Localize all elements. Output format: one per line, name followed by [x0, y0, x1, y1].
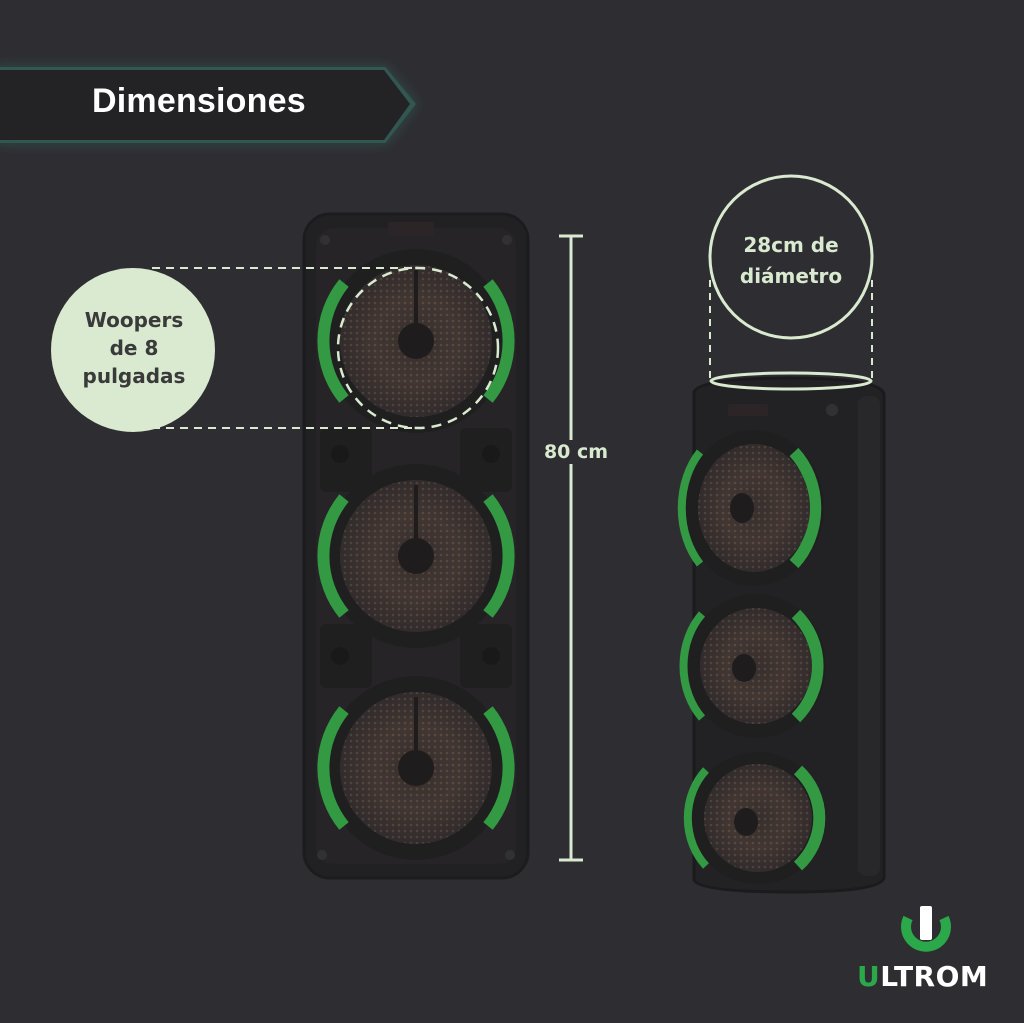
- angled-woofer-bottom: [683, 752, 826, 884]
- brand-rest: LTROM: [880, 960, 989, 993]
- diameter-callout-line-2: diámetro: [739, 264, 843, 288]
- speaker-front-image: [302, 212, 530, 880]
- woofer-middle: [317, 464, 515, 648]
- angled-woofer-middle: [679, 594, 826, 738]
- woofer-bottom: [317, 676, 515, 860]
- height-label: 80 cm: [536, 440, 616, 464]
- ultrom-logo-icon: [901, 906, 951, 952]
- brand-initial: U: [857, 960, 881, 993]
- height-measure: [559, 234, 583, 862]
- woofer-callout-text: Woopers de 8 pulgadas: [52, 306, 216, 390]
- diameter-callout: [708, 174, 874, 391]
- woofer-callout-line-1: Woopers: [84, 308, 184, 332]
- woofer-callout-line-3: pulgadas: [82, 364, 186, 388]
- woofer-callout-line-2: de 8: [109, 336, 159, 360]
- diameter-callout-text: 28cm de diámetro: [709, 230, 873, 292]
- diameter-callout-line-1: 28cm de: [743, 233, 839, 257]
- woofer-top: [317, 249, 515, 433]
- page-title: Dimensiones: [92, 82, 306, 120]
- speaker-angled-image: [677, 376, 886, 894]
- angled-woofer-top: [677, 430, 824, 586]
- brand-wordmark: ULTROM: [857, 960, 988, 993]
- woofer-callout: [51, 266, 500, 432]
- title-banner: [0, 67, 416, 143]
